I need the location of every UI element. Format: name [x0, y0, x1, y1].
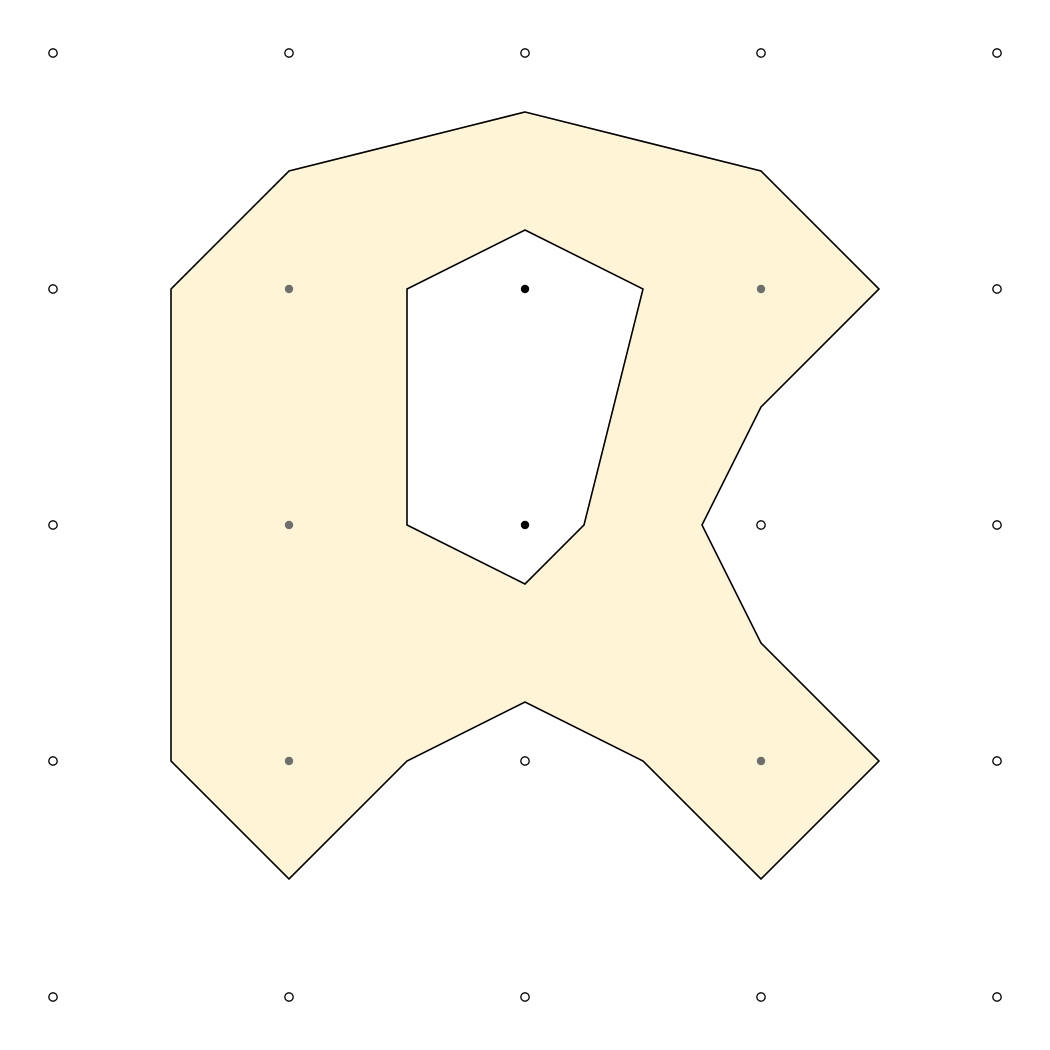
- grid-point-gray: [284, 284, 294, 294]
- grid-point-empty: [756, 992, 766, 1002]
- grid-point-empty: [520, 756, 530, 766]
- grid-point-empty: [992, 520, 1002, 530]
- grid-point-empty: [992, 48, 1002, 58]
- yellow-region: [170, 111, 881, 881]
- grid-point-empty: [48, 756, 58, 766]
- grid-point-empty: [48, 520, 58, 530]
- grid-point-empty: [992, 992, 1002, 1002]
- grid-point-empty: [520, 992, 530, 1002]
- grid-point-empty: [48, 992, 58, 1002]
- grid-point-empty: [284, 992, 294, 1002]
- grid-point-black: [520, 284, 530, 294]
- grid-point-empty: [48, 284, 58, 294]
- grid-point-empty: [284, 48, 294, 58]
- grid-point-gray: [756, 284, 766, 294]
- grid-point-empty: [756, 520, 766, 530]
- grid-point-gray: [284, 756, 294, 766]
- grid-point-gray: [756, 756, 766, 766]
- grid-points: [48, 48, 1002, 1002]
- grid-point-black: [520, 520, 530, 530]
- grid-point-empty: [992, 756, 1002, 766]
- grid-point-empty: [756, 48, 766, 58]
- grid-point-empty: [48, 48, 58, 58]
- grid-point-empty: [520, 48, 530, 58]
- grid-point-empty: [992, 284, 1002, 294]
- grid-point-gray: [284, 520, 294, 530]
